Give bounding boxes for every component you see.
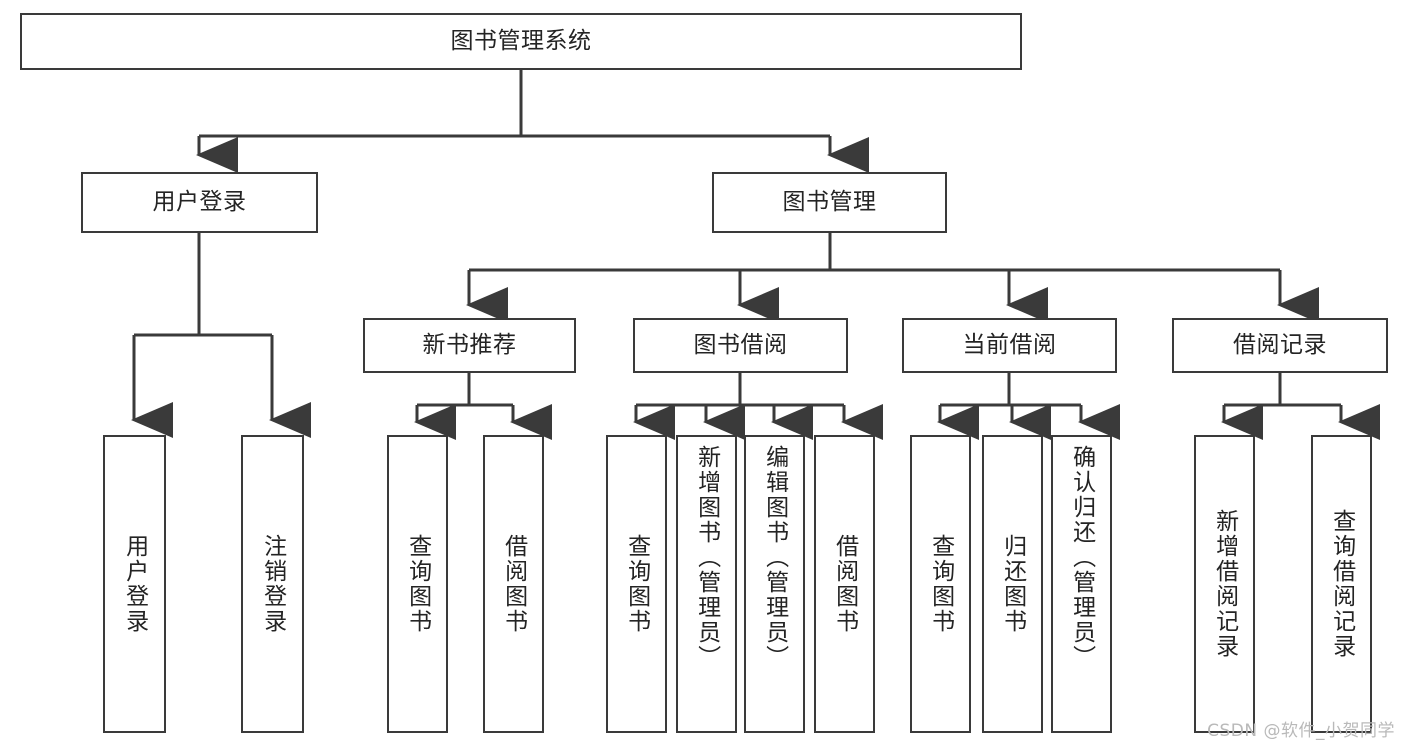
leaf-query-borrow-record[interactable]: 查询借阅记录 — [1311, 435, 1372, 733]
leaf-edit-book-admin[interactable]: 编辑图书（管理员） — [744, 435, 805, 733]
leaf-query-book-recommend-label: 查询图书 — [404, 534, 431, 634]
leaf-logout[interactable]: 注销登录 — [241, 435, 304, 733]
leaf-query-book-borrow[interactable]: 查询图书 — [606, 435, 667, 733]
leaf-add-borrow-record[interactable]: 新增借阅记录 — [1194, 435, 1255, 733]
leaf-user-login-label: 用户登录 — [121, 534, 148, 634]
node-new-book-recommend[interactable]: 新书推荐 — [363, 318, 576, 373]
leaf-borrow-book-recommend[interactable]: 借阅图书 — [483, 435, 544, 733]
leaf-confirm-return-admin[interactable]: 确认归还（管理员） — [1051, 435, 1112, 733]
leaf-add-book-admin-label: 新增图书（管理员） — [693, 445, 720, 670]
leaf-confirm-return-admin-label: 确认归还（管理员） — [1068, 445, 1095, 670]
node-user-login[interactable]: 用户登录 — [81, 172, 318, 233]
node-book-management[interactable]: 图书管理 — [712, 172, 947, 233]
node-user-login-label: 用户登录 — [152, 189, 247, 216]
leaf-logout-label: 注销登录 — [259, 534, 286, 634]
leaf-borrow-book-borrow[interactable]: 借阅图书 — [814, 435, 875, 733]
node-borrow-record[interactable]: 借阅记录 — [1172, 318, 1388, 373]
leaf-return-book-label: 归还图书 — [999, 534, 1026, 634]
leaf-borrow-book-recommend-label: 借阅图书 — [500, 534, 527, 634]
leaf-query-book-recommend[interactable]: 查询图书 — [387, 435, 448, 733]
node-book-borrow-label: 图书借阅 — [693, 332, 788, 359]
leaf-user-login[interactable]: 用户登录 — [103, 435, 166, 733]
node-new-book-recommend-label: 新书推荐 — [422, 332, 517, 359]
leaf-borrow-book-borrow-label: 借阅图书 — [831, 534, 858, 634]
node-book-borrow[interactable]: 图书借阅 — [633, 318, 848, 373]
node-borrow-record-label: 借阅记录 — [1233, 332, 1327, 359]
leaf-edit-book-admin-label: 编辑图书（管理员） — [761, 445, 788, 670]
leaf-query-book-current-label: 查询图书 — [927, 534, 954, 634]
node-root-label: 图书管理系统 — [450, 28, 592, 55]
node-current-borrow[interactable]: 当前借阅 — [902, 318, 1117, 373]
node-book-management-label: 图书管理 — [782, 189, 877, 216]
node-current-borrow-label: 当前借阅 — [962, 332, 1057, 359]
csdn-watermark: CSDN @软件_小贺同学 — [1207, 721, 1395, 741]
leaf-query-book-borrow-label: 查询图书 — [623, 534, 650, 634]
node-root[interactable]: 图书管理系统 — [20, 13, 1022, 70]
leaf-add-borrow-record-label: 新增借阅记录 — [1211, 509, 1238, 659]
leaf-query-borrow-record-label: 查询借阅记录 — [1328, 509, 1355, 659]
leaf-add-book-admin[interactable]: 新增图书（管理员） — [676, 435, 737, 733]
leaf-return-book[interactable]: 归还图书 — [982, 435, 1043, 733]
leaf-query-book-current[interactable]: 查询图书 — [910, 435, 971, 733]
